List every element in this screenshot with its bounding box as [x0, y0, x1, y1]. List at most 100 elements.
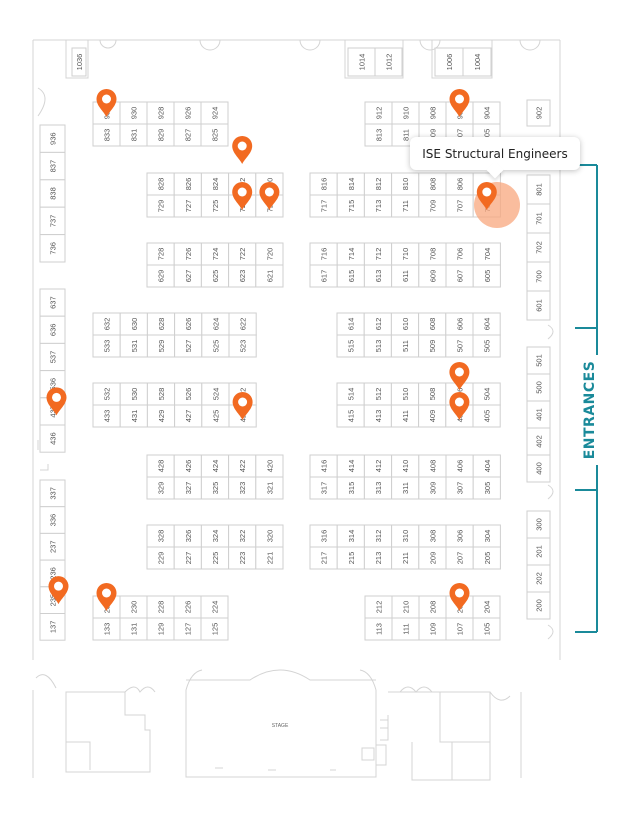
map-pin-icon[interactable]: [449, 583, 470, 611]
booth-cell[interactable]: [71, 47, 87, 77]
booth[interactable]: 207: [445, 546, 474, 570]
booth[interactable]: 928: [146, 101, 175, 125]
booth[interactable]: 404: [472, 454, 501, 478]
booth[interactable]: 309: [418, 476, 447, 500]
map-pin-icon[interactable]: [232, 136, 253, 164]
map-pin-icon[interactable]: [46, 387, 67, 416]
booth[interactable]: 529: [146, 334, 176, 358]
booth-cell[interactable]: [374, 47, 403, 77]
booth[interactable]: 511: [390, 334, 420, 358]
booth[interactable]: 828: [146, 172, 175, 196]
booth[interactable]: 200: [526, 591, 551, 620]
booth[interactable]: 204: [472, 595, 501, 619]
booth[interactable]: 912: [364, 101, 393, 125]
booth[interactable]: 936: [39, 124, 66, 153]
booth[interactable]: 314: [336, 524, 365, 548]
booth[interactable]: 201: [526, 537, 551, 566]
booth[interactable]: 230: [119, 595, 148, 619]
booth-cell[interactable]: [39, 124, 66, 153]
booth[interactable]: 827: [173, 123, 202, 147]
booth[interactable]: 428: [146, 454, 175, 478]
booth[interactable]: 317: [309, 476, 338, 500]
booth[interactable]: 320: [255, 524, 284, 548]
booth[interactable]: 720: [255, 242, 284, 266]
booth[interactable]: 414: [336, 454, 365, 478]
booth[interactable]: 607: [445, 264, 474, 288]
booth[interactable]: 329: [146, 476, 175, 500]
booth[interactable]: 422: [228, 454, 257, 478]
booth[interactable]: 625: [200, 264, 230, 288]
booth[interactable]: 714: [336, 242, 365, 266]
booth[interactable]: 213: [363, 546, 393, 570]
booth[interactable]: 626: [174, 312, 203, 336]
map-pin-icon[interactable]: [96, 583, 117, 611]
booth[interactable]: 328: [146, 524, 175, 548]
booth[interactable]: 623: [228, 264, 257, 288]
booth[interactable]: 710: [391, 242, 420, 266]
booth[interactable]: 526: [174, 382, 203, 406]
booth[interactable]: 813: [364, 123, 393, 147]
booth[interactable]: 224: [200, 595, 229, 619]
booth[interactable]: 523: [228, 334, 257, 358]
booth[interactable]: 629: [146, 264, 175, 288]
booth[interactable]: 426: [173, 454, 202, 478]
booth[interactable]: 910: [391, 101, 420, 125]
booth[interactable]: 621: [255, 264, 284, 288]
booth[interactable]: 402: [526, 427, 551, 456]
booth[interactable]: 109: [418, 617, 447, 641]
booth[interactable]: 837: [39, 151, 66, 181]
booth[interactable]: 717: [309, 194, 338, 218]
booth[interactable]: 505: [472, 334, 501, 358]
booth-cell[interactable]: [472, 264, 501, 288]
booth[interactable]: 606: [445, 312, 474, 336]
booth[interactable]: 336: [39, 506, 66, 534]
booth[interactable]: 532: [92, 382, 121, 406]
booth[interactable]: 825: [200, 123, 229, 147]
booth[interactable]: 315: [336, 476, 365, 500]
booth[interactable]: 524: [201, 382, 230, 406]
booth[interactable]: 129: [146, 617, 175, 641]
booth-cell[interactable]: [39, 151, 66, 181]
booth[interactable]: 327: [173, 476, 202, 500]
booth[interactable]: 433: [92, 404, 121, 428]
booth[interactable]: 412: [363, 454, 393, 478]
booth[interactable]: 313: [363, 476, 393, 500]
booth[interactable]: 515: [336, 334, 365, 358]
booth[interactable]: 228: [146, 595, 175, 619]
booth[interactable]: 321: [255, 476, 284, 500]
booth[interactable]: 709: [418, 194, 447, 218]
booth[interactable]: 926: [173, 101, 202, 125]
booth-cell[interactable]: [472, 546, 501, 570]
booth[interactable]: 401: [526, 400, 551, 429]
booth[interactable]: 225: [200, 546, 230, 570]
booth[interactable]: 312: [363, 524, 393, 548]
booth[interactable]: 305: [472, 476, 501, 500]
booth[interactable]: 509: [418, 334, 447, 358]
booth[interactable]: 306: [445, 524, 474, 548]
map-pin-icon[interactable]: [476, 182, 497, 210]
booth[interactable]: 712: [363, 242, 393, 266]
booth[interactable]: 416: [309, 454, 338, 478]
booth[interactable]: 420: [255, 454, 284, 478]
booth[interactable]: 727: [173, 194, 202, 218]
booth[interactable]: 812: [363, 172, 393, 196]
booth[interactable]: 211: [391, 546, 420, 570]
booth[interactable]: 504: [472, 382, 501, 406]
booth[interactable]: 736: [39, 234, 66, 263]
booth[interactable]: 1036: [71, 47, 87, 77]
booth[interactable]: 311: [391, 476, 420, 500]
booth[interactable]: 609: [418, 264, 447, 288]
booth[interactable]: 816: [309, 172, 338, 196]
booth[interactable]: 501: [526, 346, 551, 375]
booth[interactable]: 131: [119, 617, 148, 641]
booth-cell[interactable]: [39, 234, 66, 263]
booth-cell[interactable]: [472, 334, 501, 358]
booth[interactable]: 226: [173, 595, 202, 619]
booth[interactable]: 614: [336, 312, 365, 336]
booth[interactable]: 406: [445, 454, 474, 478]
booth[interactable]: 227: [173, 546, 202, 570]
booth[interactable]: 429: [146, 404, 176, 428]
booth[interactable]: 831: [119, 123, 148, 147]
map-pin-icon[interactable]: [449, 362, 470, 390]
booth[interactable]: 722: [228, 242, 257, 266]
